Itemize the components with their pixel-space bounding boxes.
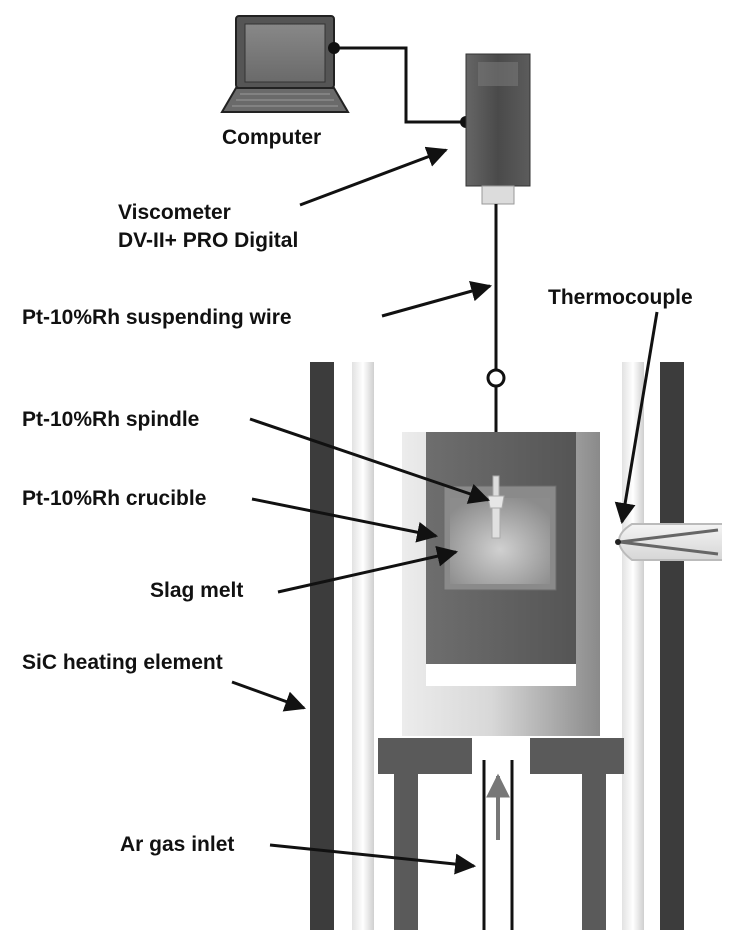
label-slag-melt: Slag melt (150, 579, 244, 602)
viscometer-unit (465, 53, 531, 205)
arrow-thermocouple (614, 311, 659, 525)
label-computer: Computer (222, 126, 322, 149)
label-viscometer-model: DV-II+ PRO Digital (118, 229, 299, 252)
arrow-suspending-wire (381, 280, 493, 318)
arrow-slag-melt (277, 545, 459, 594)
arrow-spindle (249, 417, 490, 504)
label-viscometer: Viscometer (118, 201, 231, 224)
label-suspending-wire: Pt-10%Rh suspending wire (22, 306, 292, 329)
arrow-sic-heating-element (231, 680, 306, 712)
arrow-ar-gas-inlet (269, 843, 477, 875)
label-thermocouple: Thermocouple (548, 286, 693, 309)
thermocouple (615, 523, 722, 561)
annotation-arrows (231, 146, 659, 875)
data-cable (328, 42, 472, 128)
label-crucible: Pt-10%Rh crucible (22, 487, 207, 510)
sic-heating-element (310, 362, 684, 930)
pedestal (378, 738, 624, 930)
arrow-viscometer (299, 146, 448, 207)
computer-icon (220, 15, 350, 113)
label-gas-inlet: Ar gas inlet (120, 833, 235, 856)
label-spindle: Pt-10%Rh spindle (22, 408, 200, 431)
arrow-crucible (251, 497, 439, 543)
ar-gas-inlet-tube (482, 760, 514, 930)
pt-rh-spindle (487, 475, 505, 539)
label-heating-element: SiC heating element (22, 651, 223, 674)
